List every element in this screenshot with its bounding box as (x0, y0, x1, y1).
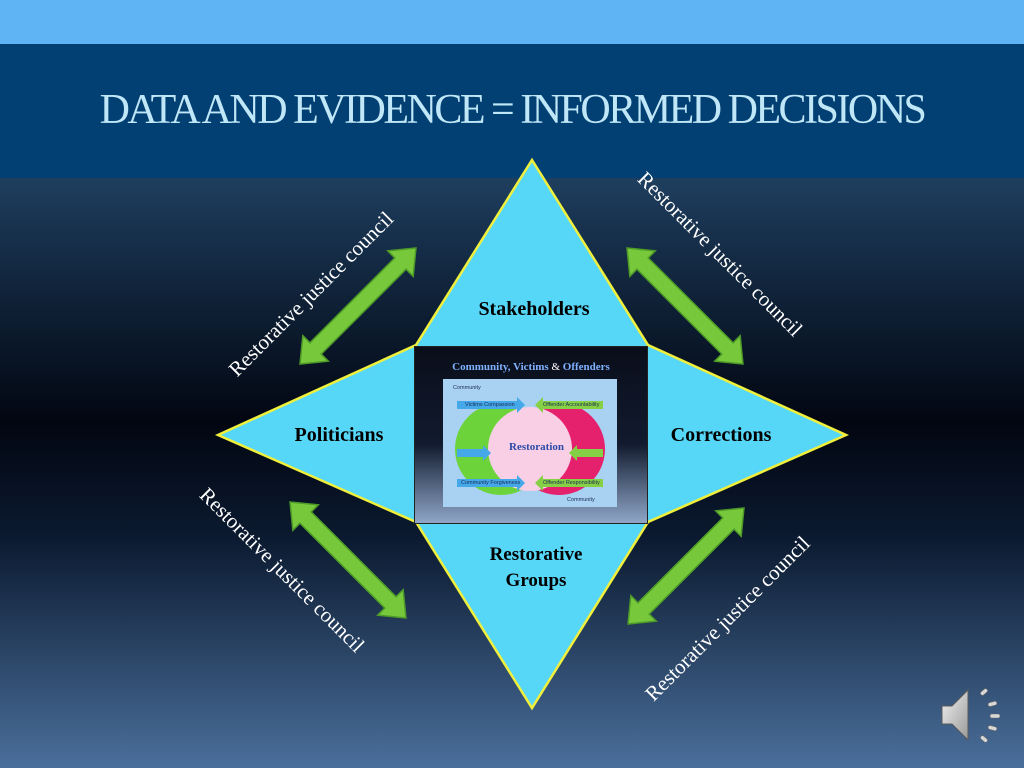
arrow-offender-accountability (535, 397, 603, 413)
inset-panel: Community Victims Compassion Offender Ac… (443, 379, 617, 507)
inset-restoration: Restoration (509, 441, 564, 453)
node-stakeholders: Stakeholders (478, 298, 590, 320)
arrow-victims-compassion (457, 397, 525, 413)
arrow-community-forgiveness (457, 475, 525, 491)
inset-community-forgiveness: Community Forgiveness (461, 480, 521, 486)
inset-title-part1: Community, Victims (452, 361, 552, 373)
inset-community-top: Community (453, 385, 481, 391)
title-band (0, 44, 1024, 178)
inset-venn (455, 397, 605, 495)
arrow-top-right (626, 247, 744, 365)
arrow-offender-responsibility (535, 475, 603, 491)
slide-title: DATA AND EVIDENCE = INFORMED DECISIONS (99, 87, 927, 133)
inset-title-part2: Offenders (560, 361, 610, 373)
venn-restoration-circle (488, 407, 572, 491)
inset-victims-compassion: Victims Compassion (465, 402, 515, 408)
arrow-bottom-right (627, 507, 745, 625)
arrow-mid-left (457, 445, 491, 461)
node-politicians: Politicians (294, 424, 384, 446)
inset-offender-responsibility: Offender Responsibility (543, 480, 600, 486)
node-corrections: Corrections (670, 424, 772, 446)
arrow-mid-right (569, 445, 603, 461)
node-restorative-groups-line2: Groups (505, 570, 567, 591)
arrow-bottom-left (289, 501, 407, 619)
inset-community-bottom: Community (567, 497, 595, 503)
node-restorative-groups-line1: Restorative (489, 544, 583, 565)
restoration-inset-image: Community, Victims & Offenders Community… (414, 346, 648, 524)
speaker-icon[interactable] (938, 684, 1008, 751)
inset-offender-accountability: Offender Accountability (543, 402, 600, 408)
arrow-top-left (299, 247, 417, 365)
inset-title-amp: & (551, 361, 561, 373)
top-accent-bar (0, 0, 1024, 44)
inset-title: Community, Victims & Offenders (415, 361, 647, 373)
